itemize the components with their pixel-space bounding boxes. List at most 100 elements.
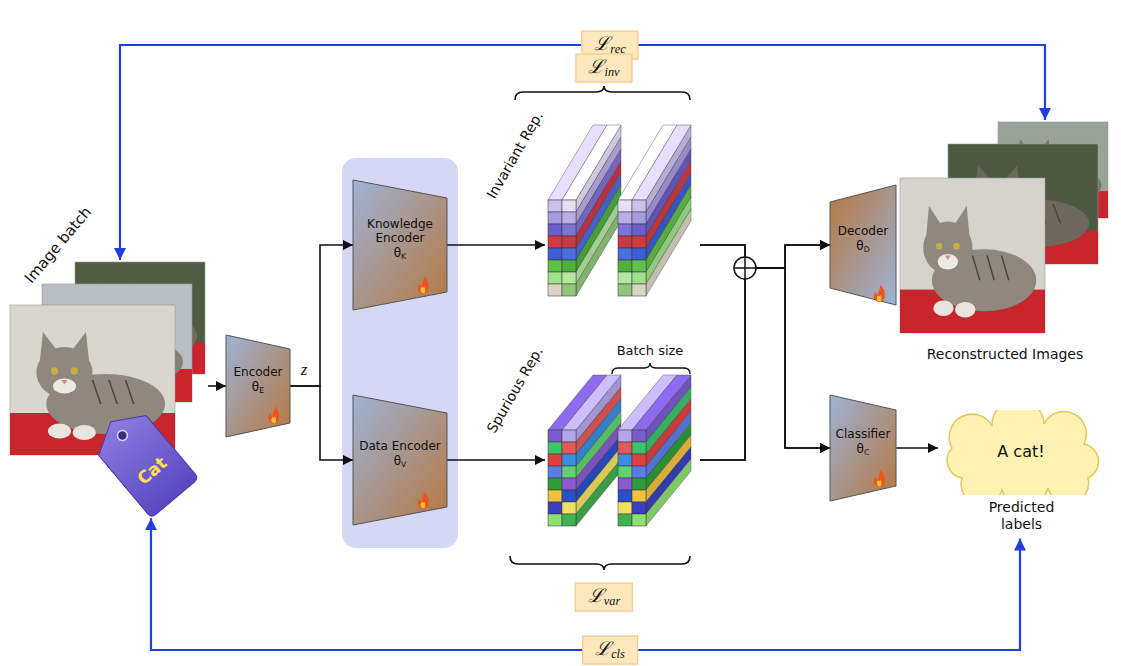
block-name: Classifier xyxy=(836,427,891,441)
cat-photo xyxy=(900,178,1045,333)
illustration-shape xyxy=(576,447,621,514)
illustration-shape xyxy=(973,256,980,281)
illustration-shape xyxy=(126,380,134,404)
illustration-shape xyxy=(51,367,58,374)
illustration-shape xyxy=(618,490,632,502)
text-holder: A cat! xyxy=(997,442,1044,461)
illustration-shape xyxy=(1053,204,1061,223)
flow-arrow xyxy=(447,459,545,461)
illustration-shape xyxy=(632,212,646,224)
illustration-shape xyxy=(269,406,280,423)
illustration-shape xyxy=(1002,256,1009,281)
decoder-block: DecoderθD xyxy=(830,185,896,305)
illustration-shape xyxy=(953,243,959,249)
illustration-shape xyxy=(562,212,576,224)
loss-feedback-arrow xyxy=(151,518,1020,650)
trapezoid-block xyxy=(830,185,896,305)
illustration-shape xyxy=(71,332,89,362)
illustration-shape xyxy=(632,454,646,466)
prediction-cloud: A cat!Predicted labels xyxy=(938,410,1105,539)
encoder-band xyxy=(342,158,458,548)
illustration-shape xyxy=(576,209,621,296)
illustration-shape xyxy=(548,236,562,248)
curly-bracket xyxy=(510,556,690,570)
illustration-shape xyxy=(632,248,646,260)
illustration-shape xyxy=(548,430,562,442)
illustration-shape xyxy=(632,236,646,248)
block-name: Data Encoder xyxy=(359,439,441,453)
illustration-shape xyxy=(632,375,691,430)
flow-arrow xyxy=(700,245,830,268)
illustration-shape xyxy=(548,490,562,502)
illustration-shape xyxy=(874,470,885,487)
illustration-shape xyxy=(632,272,646,284)
illustration-shape xyxy=(632,125,691,200)
flow-arrow xyxy=(700,245,830,448)
node-title: Invariant Rep. xyxy=(483,108,547,201)
flow-arrow xyxy=(290,386,353,460)
representation-block: Invariant Rep. xyxy=(545,120,700,300)
illustration-shape xyxy=(73,425,96,440)
node-title: A cat! xyxy=(997,442,1044,461)
text-holder: Invariant Rep. xyxy=(483,108,547,201)
illustration-shape xyxy=(548,478,562,490)
illustration-shape xyxy=(936,243,942,249)
illustration-shape xyxy=(618,466,632,478)
sum-symbol xyxy=(744,257,746,279)
illustration-shape xyxy=(93,380,101,404)
illustration-shape xyxy=(576,197,621,284)
illustration-shape xyxy=(562,224,576,236)
flow-arrow xyxy=(700,245,830,460)
illustration-shape xyxy=(987,256,994,281)
illustration-shape xyxy=(109,380,117,404)
illustration-shape xyxy=(562,454,576,466)
parameter-symbol: θE xyxy=(252,380,264,394)
curly-bracket xyxy=(515,86,690,100)
encoder-block: Data EncoderθV xyxy=(353,395,447,525)
block-name: Knowledge Encoder xyxy=(356,217,444,246)
subscript-text: C xyxy=(864,448,869,457)
illustration-shape xyxy=(548,442,562,454)
illustration-shape xyxy=(618,430,632,442)
illustration-shape xyxy=(548,454,562,466)
illustration-shape xyxy=(618,224,632,236)
loss-label: ℒcls xyxy=(582,636,638,665)
flow-arrow xyxy=(447,244,545,246)
illustration-shape xyxy=(61,380,68,385)
illustration-group xyxy=(874,285,885,302)
illustration-shape xyxy=(548,272,562,284)
illustration-shape xyxy=(562,490,576,502)
image-stack-picture xyxy=(898,120,1112,338)
illustration-group xyxy=(874,470,885,487)
illustration-shape xyxy=(618,212,632,224)
illustration-shape xyxy=(632,502,646,514)
illustration-shape xyxy=(48,424,71,439)
illustration-group xyxy=(418,491,429,508)
block-name: Encoder xyxy=(233,365,282,379)
illustration-shape xyxy=(562,272,576,284)
illustration-shape xyxy=(632,478,646,490)
illustration-shape xyxy=(632,466,646,478)
cloud-shape xyxy=(947,410,1098,495)
sum-symbol xyxy=(734,257,756,279)
illustration-shape xyxy=(618,248,632,260)
illustration-group xyxy=(418,276,429,293)
trainable-flame xyxy=(874,470,885,487)
subscript-text: var xyxy=(604,594,620,608)
illustration-shape xyxy=(71,367,78,374)
illustration-shape xyxy=(646,197,691,284)
trainable-flame xyxy=(418,276,429,293)
illustration-shape xyxy=(618,442,632,454)
text-holder: Knowledge EncoderθK xyxy=(353,180,447,310)
latent-symbol: z xyxy=(301,360,308,380)
illustration-shape xyxy=(562,248,576,260)
illustration-shape xyxy=(562,200,576,212)
text-holder: Data EncoderθV xyxy=(353,395,447,525)
tag-shape xyxy=(87,402,199,518)
illustration-shape xyxy=(646,447,691,514)
illustration-shape xyxy=(40,332,58,362)
illustration-shape xyxy=(618,514,632,526)
illustration-shape xyxy=(646,459,691,526)
